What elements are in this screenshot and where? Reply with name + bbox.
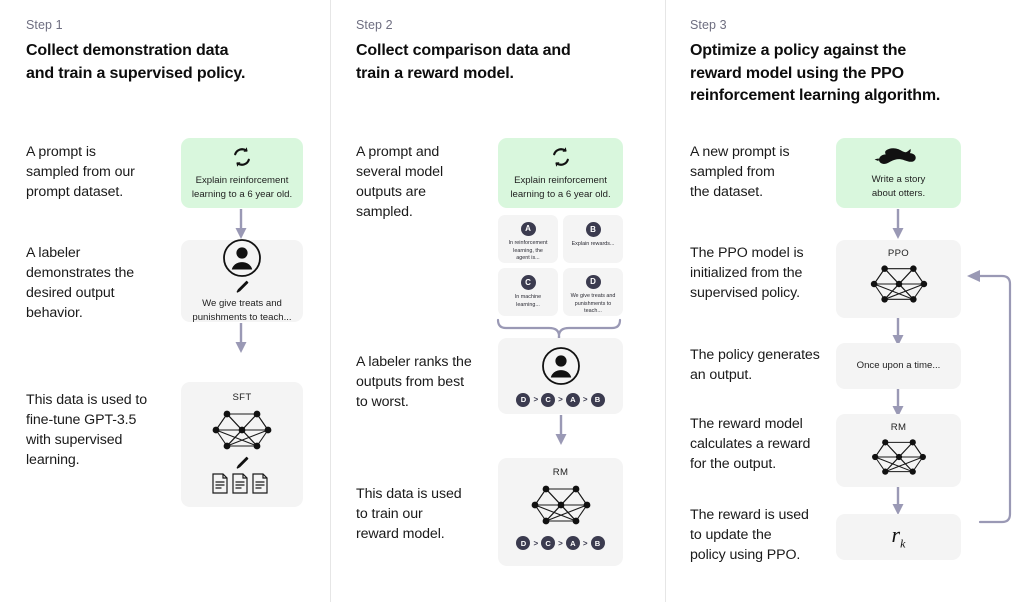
arrow-down-3-1	[891, 209, 905, 241]
neural-network-icon	[869, 261, 929, 307]
output-card-a[interactable]: A In reinforcement learning, the agent i…	[498, 215, 558, 263]
card-prompt-1[interactable]: Explain reinforcement learning to a 6 ye…	[181, 138, 303, 208]
caption-3-5: The reward is used to update the policy …	[690, 507, 809, 564]
output-card-a-text: In reinforcement learning, the agent is.…	[508, 239, 548, 262]
step-title-3: Optimize a policy against the reward mod…	[690, 42, 941, 105]
card-rm-2-title: RM	[552, 467, 569, 478]
output-card-b-text: Explain rewards...	[571, 241, 615, 247]
card-prompt-2[interactable]: Explain reinforcement learning to a 6 ye…	[498, 138, 623, 208]
card-sft-1[interactable]: SFT	[181, 382, 303, 507]
output-card-d[interactable]: D We give treats and punishments to teac…	[563, 268, 623, 316]
ranking-row-2: D > C > A > B	[516, 392, 605, 407]
rank-badge-4: B	[590, 392, 605, 407]
card-prompt-3-text: Write a story about otters.	[871, 174, 926, 199]
rm-rank-badge-4: B	[590, 536, 605, 550]
output-card-c-text: In machine learning...	[514, 294, 542, 308]
caption-3-1: A new prompt is sampled from the dataset…	[690, 144, 790, 201]
arrow-down-3-2	[891, 318, 905, 348]
neural-network-icon	[530, 481, 592, 529]
feedback-loop-arrow	[958, 262, 1012, 542]
documents-icon	[211, 473, 273, 495]
card-labeler-1[interactable]: We give treats and punishments to teach.…	[181, 238, 303, 323]
neural-network-icon	[870, 435, 928, 479]
rm-rank-badge-2: C	[541, 536, 556, 550]
column-step-1: Step 1 Collect demonstration data and tr…	[0, 0, 330, 602]
otter-icon	[873, 146, 925, 168]
pencil-icon	[234, 279, 250, 295]
caption-2-2: A labeler ranks the outputs from best to…	[356, 354, 472, 411]
rm-rank-separator-2: >	[558, 538, 563, 548]
caption-2-1: A prompt and several model outputs are s…	[356, 144, 444, 221]
card-output-3-text: Once upon a time...	[856, 360, 941, 372]
arrow-down-3-4	[891, 487, 905, 517]
pencil-icon	[234, 455, 250, 471]
rm-rank-badge-3: A	[565, 536, 580, 550]
arrow-down-2-1	[554, 415, 568, 447]
output-card-b[interactable]: B Explain rewards...	[563, 215, 623, 263]
card-rm-3-title: RM	[890, 422, 907, 433]
badge-c: C	[520, 275, 536, 290]
card-prompt-1-text: Explain reinforcement learning to a 6 ye…	[191, 175, 293, 200]
arrow-down-1-2	[234, 323, 248, 355]
caption-2-3: This data is used to train our reward mo…	[356, 486, 462, 543]
card-labeler-1-text: We give treats and punishments to teach.…	[192, 298, 292, 323]
step-title-2: Collect comparison data and train a rewa…	[356, 42, 571, 82]
rm-rank-separator-1: >	[533, 538, 539, 548]
caption-3-2: The PPO model is initialized from the su…	[690, 245, 804, 302]
caption-1-1: A prompt is sampled from our prompt data…	[26, 144, 135, 201]
rank-separator-2: >	[558, 395, 563, 404]
card-rm-2[interactable]: RM	[498, 458, 623, 566]
rank-separator-1: >	[533, 395, 539, 404]
output-card-d-text: We give treats and punishments to teach.…	[570, 292, 616, 315]
caption-1-2: A labeler demonstrates the desired outpu…	[26, 245, 135, 322]
arrow-down-1-1	[234, 209, 248, 241]
card-prompt-2-text: Explain reinforcement learning to a 6 ye…	[510, 175, 611, 200]
card-prompt-3[interactable]: Write a story about otters.	[836, 138, 961, 208]
step-label-2: Step 2	[356, 18, 393, 32]
caption-3-3: The policy generates an output.	[690, 347, 820, 384]
column-step-3: Step 3 Optimize a policy against the rew…	[665, 0, 1012, 602]
rank-separator-3: >	[582, 395, 588, 404]
step-title-1: Collect demonstration data and train a s…	[26, 42, 246, 82]
card-reward-3[interactable]: rk	[836, 514, 961, 560]
ranking-row-rm: D > C > A > B	[516, 536, 605, 550]
card-ppo-title: PPO	[887, 248, 910, 259]
card-ranking-2[interactable]: D > C > A > B	[498, 338, 623, 414]
badge-d: D	[585, 275, 601, 289]
refresh-cycle-icon	[230, 145, 254, 169]
rm-rank-badge-1: D	[516, 536, 531, 550]
person-circle-icon	[222, 238, 262, 278]
badge-a: A	[520, 222, 536, 236]
rank-badge-3: A	[565, 392, 580, 407]
card-output-3[interactable]: Once upon a time...	[836, 343, 961, 389]
refresh-cycle-icon	[549, 145, 573, 169]
badge-b: B	[585, 222, 601, 237]
arrow-down-3-3	[891, 389, 905, 419]
neural-network-icon	[211, 406, 273, 454]
card-rm-3[interactable]: RM	[836, 414, 961, 487]
person-circle-icon	[541, 346, 581, 386]
rank-badge-2: C	[541, 392, 556, 407]
column-step-2: Step 2 Collect comparison data and train…	[330, 0, 665, 602]
rm-rank-separator-3: >	[582, 538, 588, 548]
step-label-1: Step 1	[26, 18, 63, 32]
caption-1-3: This data is used to fine-tune GPT-3.5 w…	[26, 392, 148, 469]
reward-symbol-k: k	[900, 536, 906, 551]
caption-3-4: The reward model calculates a reward for…	[690, 416, 811, 473]
output-card-c[interactable]: C In machine learning...	[498, 268, 558, 316]
rank-badge-1: D	[516, 392, 531, 407]
card-sft-title: SFT	[232, 392, 252, 403]
reward-symbol: rk	[892, 522, 906, 551]
card-ppo-3[interactable]: PPO	[836, 240, 961, 318]
step-label-3: Step 3	[690, 18, 727, 32]
reward-symbol-r: r	[891, 522, 901, 548]
